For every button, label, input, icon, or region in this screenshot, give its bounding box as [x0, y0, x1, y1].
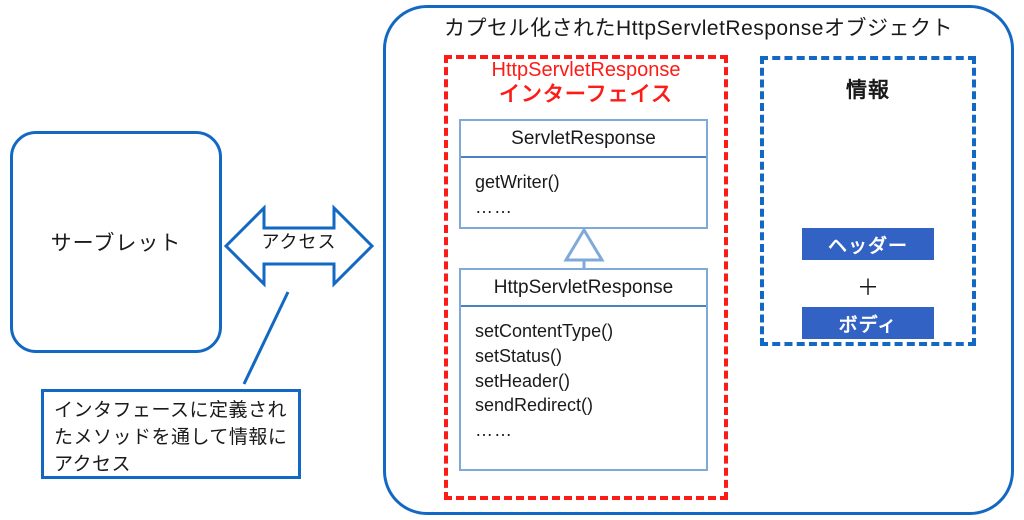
- uml-member: getWriter(): [475, 172, 560, 192]
- uml-class-name: ServletResponse: [461, 121, 706, 158]
- uml-member: setContentType(): [475, 321, 614, 341]
- diagram-title: カプセル化されたHttpServletResponseオブジェクト: [444, 17, 953, 40]
- info-chip-body: ボディ: [802, 307, 934, 339]
- info-region-title: 情報: [846, 79, 890, 102]
- info-chip-header: ヘッダー: [802, 228, 934, 260]
- uml-class-servletresponse: ServletResponse getWriter() ……: [459, 119, 708, 229]
- annotation-note-text: インタフェースに定義されたメソッドを通して情報にアクセス: [54, 400, 288, 475]
- note-leader-line: [240, 288, 296, 388]
- uml-generalization-arrow-icon: [562, 227, 606, 270]
- uml-class-httpservletresponse: HttpServletResponse setContentType() set…: [459, 268, 708, 471]
- info-plus-operator: ＋: [856, 275, 879, 300]
- uml-member: sendRedirect(): [475, 395, 594, 416]
- annotation-note: インタフェースに定義されたメソッドを通して情報にアクセス: [41, 389, 301, 479]
- uml-class-members: setContentType() setStatus() setHeader()…: [461, 307, 706, 451]
- uml-member-ellipsis: ……: [475, 420, 513, 441]
- uml-class-name: HttpServletResponse: [461, 270, 706, 307]
- access-arrow-icon: [224, 200, 374, 292]
- access-arrow-label: アクセス: [261, 232, 337, 252]
- uml-member: setHeader(): [475, 370, 571, 391]
- uml-class-members: getWriter() ……: [461, 158, 706, 228]
- servlet-box: サーブレット: [10, 131, 222, 353]
- servlet-label: サーブレット: [50, 232, 182, 255]
- uml-member: setStatus(): [475, 345, 563, 366]
- interface-heading-line1: HttpServletResponse: [491, 59, 681, 81]
- interface-region-heading: HttpServletResponse インターフェイス: [444, 59, 728, 107]
- uml-member-ellipsis: ……: [475, 196, 513, 217]
- interface-heading-line2: インターフェイス: [498, 83, 674, 106]
- info-region: [760, 56, 976, 346]
